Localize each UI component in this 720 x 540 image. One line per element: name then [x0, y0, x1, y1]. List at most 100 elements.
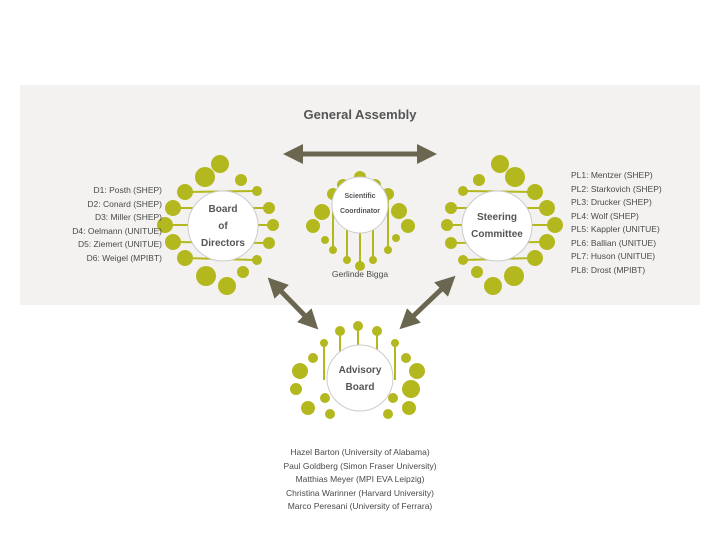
- decorative-dot-icon: [237, 266, 249, 278]
- decorative-dot-icon: [505, 167, 525, 187]
- board-label: Board of Directors: [188, 201, 258, 252]
- steering-advisory-double-arrow: [399, 275, 456, 330]
- member-item: D4: Oelmann (UNITUE): [72, 225, 162, 236]
- decorative-dot-icon: [539, 234, 555, 250]
- member-item: PL6: Ballian (UNITUE): [571, 237, 657, 248]
- decorative-dot-icon: [325, 409, 335, 419]
- board-advisory-double-arrow: [267, 277, 319, 330]
- decorative-dot-icon: [263, 237, 275, 249]
- decorative-dot-icon: [527, 250, 543, 266]
- decorative-dot-icon: [369, 256, 377, 264]
- decorative-dot-icon: [392, 234, 400, 242]
- coordinator-label: Scientific Coordinator: [325, 189, 395, 219]
- decorative-dot-icon: [335, 326, 345, 336]
- steering-circle: [461, 190, 533, 262]
- decorative-dot-icon: [491, 155, 509, 173]
- steering-label: Steering Committee: [457, 209, 537, 243]
- decorative-dot-icon: [252, 186, 262, 196]
- decorative-dot-icon: [320, 393, 330, 403]
- decorative-dot-icon: [402, 380, 420, 398]
- steering-label-line: Steering: [476, 212, 517, 223]
- decorative-dot-icon: [473, 174, 485, 186]
- advisory-circle: [326, 344, 394, 412]
- member-item: PL1: Mentzer (SHEP): [571, 170, 653, 180]
- board-label-line: Directors: [201, 238, 245, 249]
- decorative-dot-icon: [314, 204, 330, 220]
- decorative-dot-icon: [157, 217, 173, 233]
- decorative-dot-icon: [308, 353, 318, 363]
- advisory-label-line: Advisory: [338, 365, 382, 376]
- decorative-dot-icon: [177, 184, 193, 200]
- member-item: PL3: Drucker (SHEP): [571, 197, 652, 207]
- member-item: PL7: Huson (UNITUE): [571, 251, 656, 261]
- member-item: PL5: Kappler (UNITUE): [571, 224, 660, 234]
- decorative-dot-icon: [252, 255, 262, 265]
- member-item: Matthias Meyer (MPI EVA Leipzig): [295, 474, 425, 484]
- decorative-dot-icon: [355, 261, 365, 271]
- advisory-label-line: Board: [345, 382, 375, 393]
- decorative-dot-icon: [402, 401, 416, 415]
- decorative-dot-icon: [409, 363, 425, 379]
- member-item: D5: Ziemert (UNITUE): [77, 239, 162, 249]
- decorative-dot-icon: [547, 217, 563, 233]
- member-item: D2: Conard (SHEP): [87, 198, 162, 209]
- decorative-dot-icon: [445, 202, 457, 214]
- member-item: PL8: Drost (MPIBT): [571, 264, 646, 275]
- board-label-line: Board: [208, 204, 238, 215]
- decorative-dot-icon: [196, 266, 216, 286]
- decorative-dot-icon: [211, 155, 229, 173]
- decorative-dot-icon: [458, 186, 468, 196]
- decorative-dot-icon: [306, 219, 320, 233]
- decorative-dot-icon: [504, 266, 524, 286]
- coordinator-label-line: Scientific: [344, 193, 376, 200]
- decorative-dot-icon: [195, 167, 215, 187]
- decorative-dot-icon: [292, 363, 308, 379]
- decorative-dot-icon: [321, 236, 329, 244]
- member-item: D1: Posth (SHEP): [93, 185, 163, 195]
- decorative-dot-icon: [372, 326, 382, 336]
- decorative-dot-icon: [391, 339, 399, 347]
- member-item: PL4: Wolf (SHEP): [571, 210, 639, 221]
- decorative-dot-icon: [441, 219, 453, 231]
- decorative-dot-icon: [263, 202, 275, 214]
- board-circle: [187, 190, 259, 262]
- decorative-dot-icon: [388, 393, 398, 403]
- decorative-dot-icon: [218, 277, 236, 295]
- decorative-dot-icon: [391, 203, 407, 219]
- member-item: Marco Peresani (University of Ferrara): [287, 501, 433, 511]
- decorative-dot-icon: [329, 246, 337, 254]
- decorative-dot-icon: [343, 256, 351, 264]
- steering-label-line: Committee: [471, 229, 523, 240]
- member-item: D6: Weigel (MPIBT): [86, 252, 162, 263]
- advisory-members: Hazel Barton (University of Alabama) Paul…: [210, 446, 510, 514]
- steering-members: PL1: Mentzer (SHEP) PL2: Starkovich (SHEP…: [571, 169, 662, 277]
- decorative-dot-icon: [401, 353, 411, 363]
- member-item: D3: Miller (SHEP): [94, 212, 162, 222]
- advisory-label: Advisory Board: [320, 362, 400, 396]
- decorative-dot-icon: [290, 383, 302, 395]
- coordinator-circle: [331, 176, 389, 234]
- decorative-dot-icon: [445, 237, 457, 249]
- decorative-dot-icon: [320, 339, 328, 347]
- decorative-dot-icon: [165, 200, 181, 216]
- decorative-dot-icon: [165, 234, 181, 250]
- decorative-dot-icon: [177, 250, 193, 266]
- board-label-line: of: [218, 221, 228, 232]
- member-item: Hazel Barton (University of Alabama): [290, 447, 430, 457]
- board-members: D1: Posth (SHEP) D2: Conard (SHEP) D3: Mil…: [72, 184, 162, 265]
- general-assembly-title: General Assembly: [303, 107, 417, 122]
- coordinator-label-line: Coordinator: [339, 208, 381, 215]
- decorative-dot-icon: [384, 246, 392, 254]
- decorative-dot-icon: [484, 277, 502, 295]
- member-item: Paul Goldberg (Simon Fraser University): [283, 460, 437, 471]
- decorative-dot-icon: [383, 409, 393, 419]
- decorative-dot-icon: [353, 321, 363, 331]
- member-item: PL2: Starkovich (SHEP): [571, 183, 662, 194]
- decorative-dot-icon: [471, 266, 483, 278]
- decorative-dot-icon: [267, 219, 279, 231]
- decorative-dot-icon: [458, 255, 468, 265]
- member-item: Christina Warinner (Harvard University): [286, 487, 434, 498]
- decorative-dot-icon: [401, 219, 415, 233]
- decorative-dot-icon: [539, 200, 555, 216]
